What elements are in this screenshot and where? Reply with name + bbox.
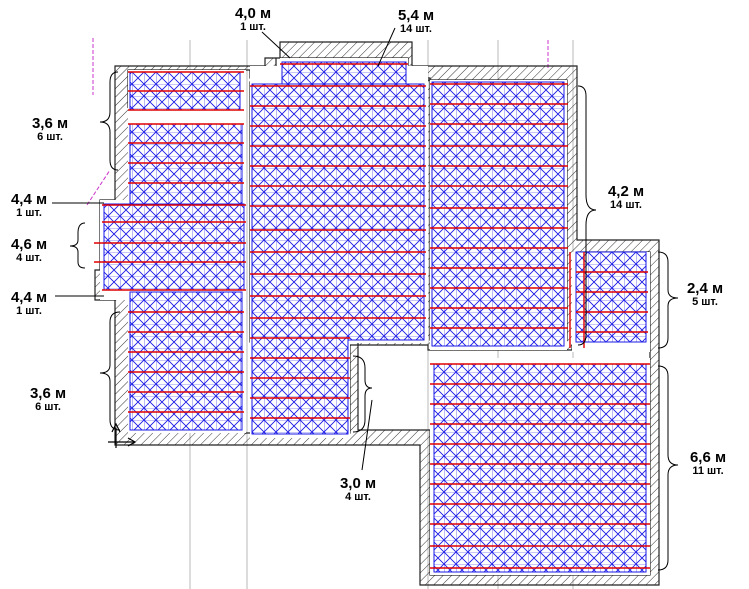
- label-bottom-3-0: 3,0 м 4 шт.: [339, 475, 377, 503]
- mat-bars: [94, 63, 650, 569]
- origin-axis-icon: [108, 422, 137, 448]
- label-left-4-4-a: 4,4 м 1 шт.: [10, 191, 48, 219]
- label-right-2-4: 2,4 м 5 шт.: [686, 280, 724, 308]
- label-left-3-6-a: 3,6 м 6 шт.: [31, 115, 69, 143]
- dimension-brackets: [52, 27, 679, 571]
- label-left-4-6: 4,6 м 4 шт.: [10, 236, 48, 264]
- label-left-3-6-b: 3,6 м 6 шт.: [29, 385, 67, 413]
- label-top-5-4: 5,4 м 14 шт.: [397, 7, 435, 35]
- mesh-mats: [103, 61, 647, 573]
- label-left-4-4-b: 4,4 м 1 шт.: [10, 289, 48, 317]
- label-right-6-6: 6,6 м 11 шт.: [689, 449, 727, 477]
- magenta-guide-lines: [86, 38, 549, 206]
- label-top-4-0: 4,0 м 1 шт.: [234, 5, 272, 33]
- label-right-4-2: 4,2 м 14 шт.: [607, 183, 645, 211]
